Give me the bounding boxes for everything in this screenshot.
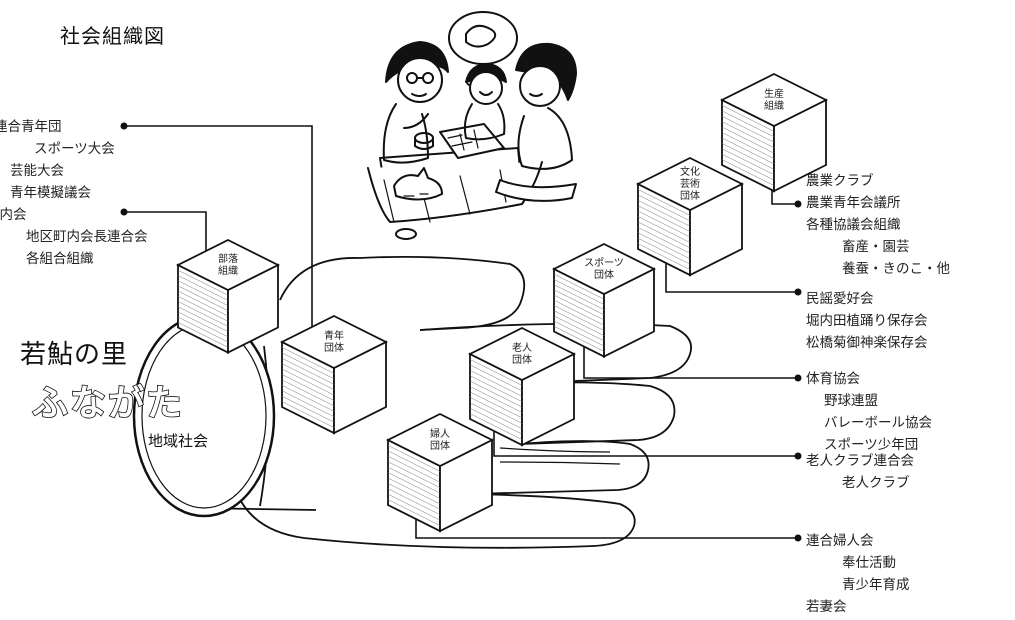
sports-list: 体育協会 野球連盟 バレーボール協会 スポーツ少年団 [806,368,932,456]
youth-list-item: 連合青年団 [0,116,115,138]
cube-label: 青年 [324,329,344,342]
cube-label: 組織 [218,264,238,277]
industry-list-item: 畜産・園芸 [806,236,950,258]
region-label: 地域社会 [148,430,208,451]
sports-list-item: 野球連盟 [806,390,932,412]
cube-label: 団体 [594,269,614,281]
region-name: ふながた [32,374,184,426]
cube-label: 婦人 [430,428,450,440]
cube-label: 団体 [512,354,532,366]
family-illustration [368,12,576,239]
cube-label: 老人 [512,341,532,354]
cube-label: 部落 [218,252,238,265]
youth-list-item: 青年模擬議会 [0,182,115,204]
industry-list-item: 農業クラブ [806,170,950,192]
elderly-list-item: 老人クラブ [806,472,914,494]
industry-list-item: 養蚕・きのこ・他 [806,258,950,280]
cube-label: 団体 [324,342,344,354]
cube-label: 芸術 [680,177,700,190]
industry-list-item: 農業青年会議所 [806,192,950,214]
cube-label: 生産 [764,87,784,100]
youth-list: 連合青年団 スポーツ大会 芸能大会 青年模擬議会 [0,116,115,204]
region-slogan: 若鮎の里 [20,334,128,371]
cube-label: 文化 [680,165,700,178]
sports-list-item: バレーボール協会 [806,412,932,434]
youth-list-item: 芸能大会 [0,160,115,182]
cube-label: スポーツ [584,257,624,269]
culture-list: 民謡愛好会 堀内田植踊り保存会 松橋菊御神楽保存会 [806,288,928,354]
community-list: 町内会 地区町内会長連合会 各組合組織 [0,204,148,270]
cube-label: 組織 [764,99,784,112]
community-list-item: 町内会 [0,204,148,226]
culture-list-item: 松橋菊御神楽保存会 [806,332,928,354]
women-list-item: 連合婦人会 [806,530,910,552]
sports-list-item: 体育協会 [806,368,932,390]
women-list-item: 青少年育成 [806,574,910,596]
elderly-list-item: 老人クラブ連合会 [806,450,914,472]
community-list-item: 地区町内会長連合会 [0,226,148,248]
cube-label: 団体 [680,190,700,202]
women-list-item: 奉仕活動 [806,552,910,574]
community-list-item: 各組合組織 [0,248,148,270]
youth-list-item: スポーツ大会 [0,138,115,160]
cube-label: 団体 [430,440,450,452]
women-list-item: 若妻会 [806,596,910,618]
elderly-list: 老人クラブ連合会 老人クラブ [806,450,914,494]
industry-list-item: 各種協議会組織 [806,214,950,236]
industry-list: 農業クラブ 農業青年会議所 各種協議会組織 畜産・園芸 養蚕・きのこ・他 [806,170,950,280]
culture-list-item: 民謡愛好会 [806,288,928,310]
culture-list-item: 堀内田植踊り保存会 [806,310,928,332]
women-list: 連合婦人会 奉仕活動 青少年育成 若妻会 [806,530,910,618]
